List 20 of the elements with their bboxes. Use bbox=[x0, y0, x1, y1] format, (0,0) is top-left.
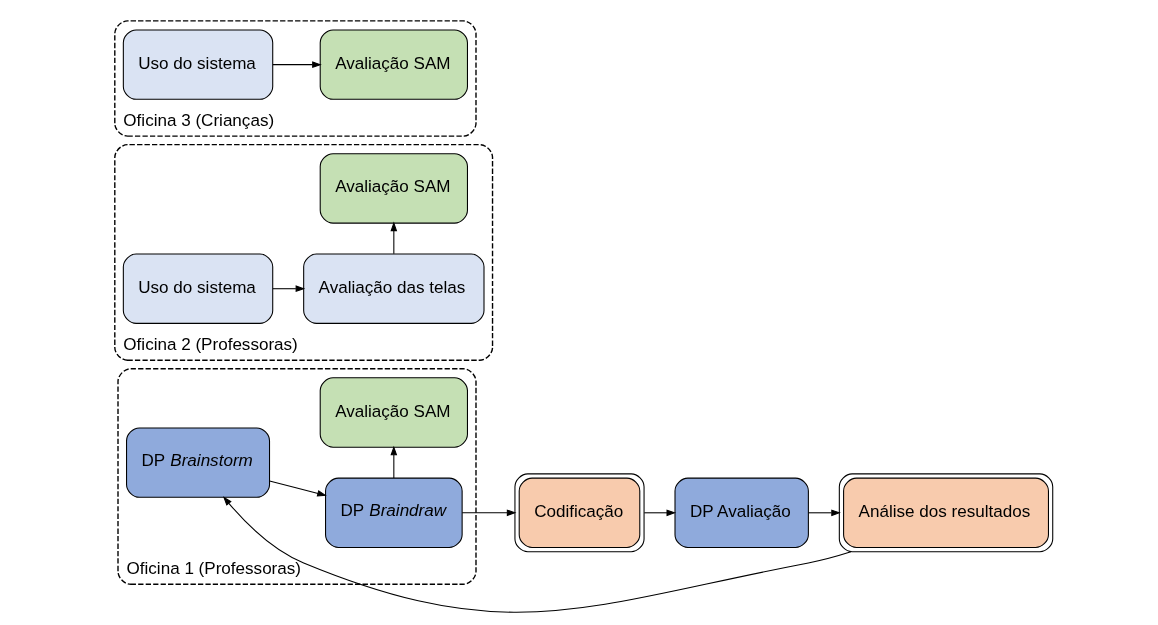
arrow bbox=[461, 509, 516, 517]
arrow bbox=[389, 221, 397, 255]
node-box: DP Brainstorm bbox=[125, 427, 270, 498]
node-box: Avaliação SAM bbox=[319, 29, 468, 100]
node-box: Análise dos resultados bbox=[838, 473, 1053, 553]
node-box: DP Avaliação bbox=[673, 477, 809, 548]
node-box: Uso do sistema bbox=[122, 29, 273, 100]
arrow bbox=[222, 496, 851, 613]
node-box: Codificação bbox=[513, 473, 645, 553]
arrow bbox=[271, 61, 322, 68]
arrow bbox=[271, 285, 305, 293]
arrow bbox=[807, 509, 841, 517]
node-box: Avaliação das telas bbox=[302, 253, 485, 324]
arrow bbox=[389, 445, 397, 479]
node-box: Uso do sistema bbox=[122, 253, 273, 324]
node-box: Avaliação SAM bbox=[319, 377, 468, 448]
arrow bbox=[268, 480, 327, 497]
node-box: Avaliação SAM bbox=[319, 153, 468, 224]
arrow bbox=[643, 509, 676, 517]
node-box: DP Braindraw bbox=[324, 477, 463, 548]
